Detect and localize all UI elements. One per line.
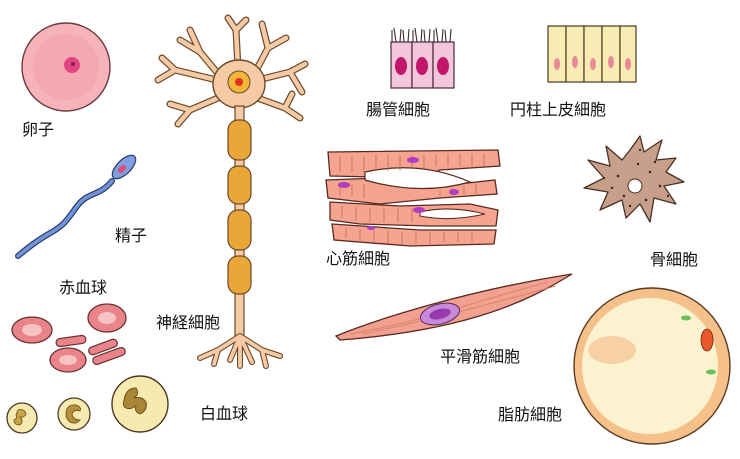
columnar-cell-3 — [583, 25, 603, 83]
bone-cell — [583, 135, 685, 223]
intestinal-cells — [390, 27, 455, 89]
columnar-cell-2 — [565, 25, 585, 83]
rbc-1 — [11, 316, 53, 344]
sperm-cell — [15, 154, 137, 259]
wbc-small-2 — [57, 397, 91, 431]
wbc-small-1 — [6, 402, 38, 434]
white-blood-cells — [6, 375, 169, 434]
cardiac-muscle-cells — [325, 149, 501, 247]
columnar-epithelial-cells — [547, 25, 637, 83]
columnar-cell-4 — [601, 25, 621, 83]
neuron-cell — [154, 14, 309, 369]
red-blood-cells — [11, 303, 127, 373]
rbc-5 — [88, 338, 126, 366]
label-white-blood-cell: 白血球 — [200, 404, 249, 423]
fat-cell — [573, 287, 731, 445]
myelin-sheaths — [227, 119, 252, 295]
label-intestinal-cell: 腸管細胞 — [366, 100, 431, 119]
label-columnar-epithelial: 円柱上皮細胞 — [510, 100, 607, 119]
label-red-blood-cell: 赤血球 — [59, 278, 108, 297]
label-egg: 卵子 — [22, 120, 55, 139]
microvilli — [391, 27, 452, 43]
rbc-2 — [87, 303, 127, 333]
label-neuron: 神経細胞 — [156, 313, 221, 332]
label-sperm: 精子 — [115, 226, 148, 245]
label-smooth-muscle: 平滑筋細胞 — [440, 347, 521, 366]
label-cardiac-muscle: 心筋細胞 — [326, 249, 391, 268]
label-fat-cell: 脂肪細胞 — [498, 405, 563, 424]
columnar-cell-5 — [619, 25, 637, 83]
egg-cell — [21, 22, 111, 112]
rbc-3 — [49, 347, 87, 373]
intestinal-cell-2 — [411, 41, 434, 89]
columnar-cell-1 — [547, 25, 567, 83]
label-bone-cell: 骨細胞 — [650, 250, 699, 269]
wbc-large — [111, 375, 169, 433]
rbc-4 — [55, 334, 87, 348]
smooth-muscle-cell — [334, 273, 573, 341]
intestinal-cell-3 — [432, 41, 455, 89]
intestinal-cell-1 — [390, 41, 413, 89]
